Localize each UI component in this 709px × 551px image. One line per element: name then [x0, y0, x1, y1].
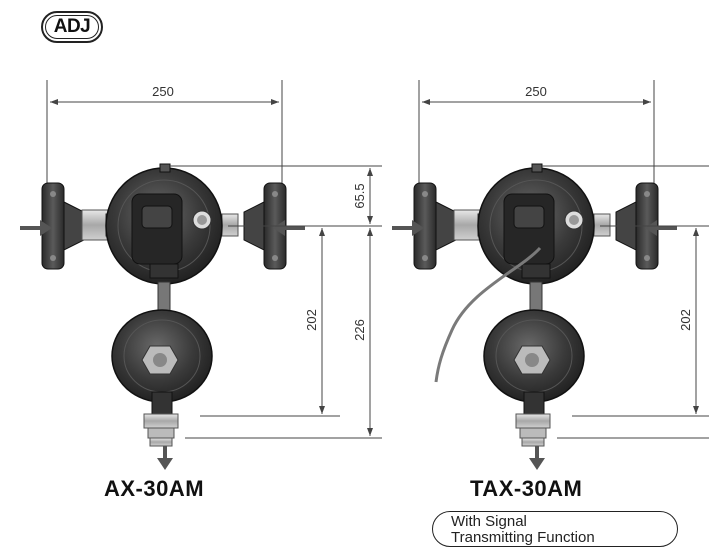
ax-30am-drawing: 250 65.5 202 226 [20, 80, 382, 470]
signal-function-note: With Signal Transmitting Function [432, 511, 678, 547]
tax-30am-drawing: 250 202 [392, 80, 709, 470]
model-label-tax-30am: TAX-30AM [470, 476, 583, 501]
badge-text: ADJ [53, 16, 91, 37]
inlet-arrow-icon [392, 220, 424, 236]
inlet-arrow-icon [645, 220, 677, 236]
note-line-2: Transmitting Function [451, 529, 595, 546]
ax-width-dimension: 250 [152, 84, 174, 99]
outlet-arrow-icon [529, 446, 545, 470]
model-label-ax-30am: AX-30AM [104, 476, 205, 501]
ax-top-offset-dimension: 65.5 [352, 183, 367, 208]
outlet-arrow-icon [157, 446, 173, 470]
ax-inlet-outlet-dimension: 202 [304, 309, 319, 331]
tax-inlet-outlet-dimension: 202 [678, 309, 693, 331]
adj-badge: ADJ [41, 11, 103, 43]
inlet-arrow-icon [20, 220, 52, 236]
inlet-arrow-icon [273, 220, 305, 236]
note-line-1: With Signal [451, 513, 527, 530]
ax-overall-height-dimension: 226 [352, 319, 367, 341]
tax-width-dimension: 250 [525, 84, 547, 99]
signal-cable [434, 246, 542, 383]
